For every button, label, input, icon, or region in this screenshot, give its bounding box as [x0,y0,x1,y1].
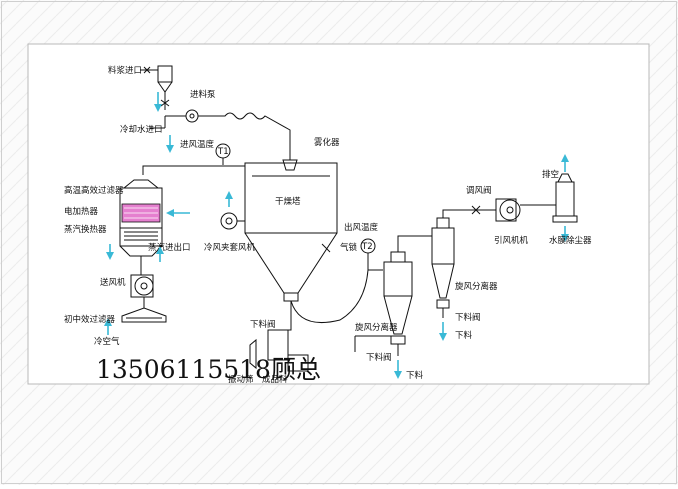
slurry-inlet-label: 料浆进口 [108,65,142,76]
feed-line-to-atomizer [198,112,291,160]
damper-valve-icon [471,205,481,215]
exhaust-fan-icon [499,199,521,221]
hot-air-duct [142,165,245,175]
jacket-blower-hub [225,217,233,225]
t2-label: T2 [361,242,373,252]
discharge-valve-main [267,329,289,361]
cyclone-2-cone [431,263,455,299]
hepa-filter-label: 高温高效过滤器 [64,185,124,196]
water-inlet-label: 冷却水进口 [120,124,163,135]
supply-fan-hub [140,282,148,290]
slurry-valve-icon [143,66,151,74]
steam-exchanger-label: 蒸汽换热器 [64,224,107,235]
discharge-1-label: 下料 [406,370,424,381]
feed-pump-hub [189,113,195,119]
discharge-valve-2-label: 下料阀 [455,312,481,323]
scrubber-top [557,173,573,183]
hopper-valve-icon [160,99,170,107]
atomizer-icon [282,159,298,171]
vibrating-screen-icon [249,338,257,370]
gas-lock-label: 气锁 [340,242,358,253]
gas-lock-icon [321,243,331,253]
discharge-valve-1-label: 下料阀 [366,352,392,363]
exhaust-fan-hub [506,206,514,214]
cyclone-link-duct [397,235,432,252]
heater-column [119,187,163,247]
primary-filter-label: 初中效过滤器 [64,314,116,325]
exhaust-duct [442,209,496,218]
steam-inlet-label: 蒸汽进出口 [148,242,191,253]
inlet-temp-label: 进风温度 [180,139,215,150]
steam-coil [124,231,158,241]
supply-fan-label: 送风机 [100,277,126,288]
vibrating-screen-label: 振动筛 [228,374,254,385]
cyclone-1-label: 旋风分离器 [355,322,398,333]
atomizer-label: 雾化器 [314,137,340,148]
primary-filter-box [121,307,167,323]
cyclone-1-cone [383,295,413,335]
dryer-label: 干燥塔 [275,196,301,207]
damper-label: 调风阀 [466,186,492,196]
slurry-hopper [157,65,173,83]
product-bin [287,354,309,372]
filter-cap [123,179,159,189]
exhaust-label: 排空 [542,169,559,180]
exhaust-fan-housing [495,198,517,222]
cold-air-label: 冷空气 [94,336,120,347]
contact-watermark: 13506115518顾总 [96,355,321,384]
feed-pump-label: 进料泵 [190,89,216,100]
drying-chamber [244,162,338,234]
scrubber-base [552,215,578,223]
wet-scrubber-label: 水膜除尘器 [549,235,592,246]
outlet-temp-label: 出风温度 [344,222,379,233]
discharge-2-label: 下料 [455,330,473,341]
electric-heater-label: 电加热器 [64,206,99,217]
supply-fan-icon [134,276,154,296]
product-label: 成品料 [262,374,288,385]
cold-air-blower-label: 冷风夹套风机 [204,242,256,253]
t1-label: T1 [217,147,229,157]
discharge-valve-main-label: 下料阀 [250,319,276,330]
hepa-filter-lines [124,207,158,219]
cyclone-2-label: 旋风分离器 [455,281,498,292]
dryer-to-cyclone-pipe [290,269,383,324]
exhaust-fan-label: 引风机机 [494,235,529,246]
